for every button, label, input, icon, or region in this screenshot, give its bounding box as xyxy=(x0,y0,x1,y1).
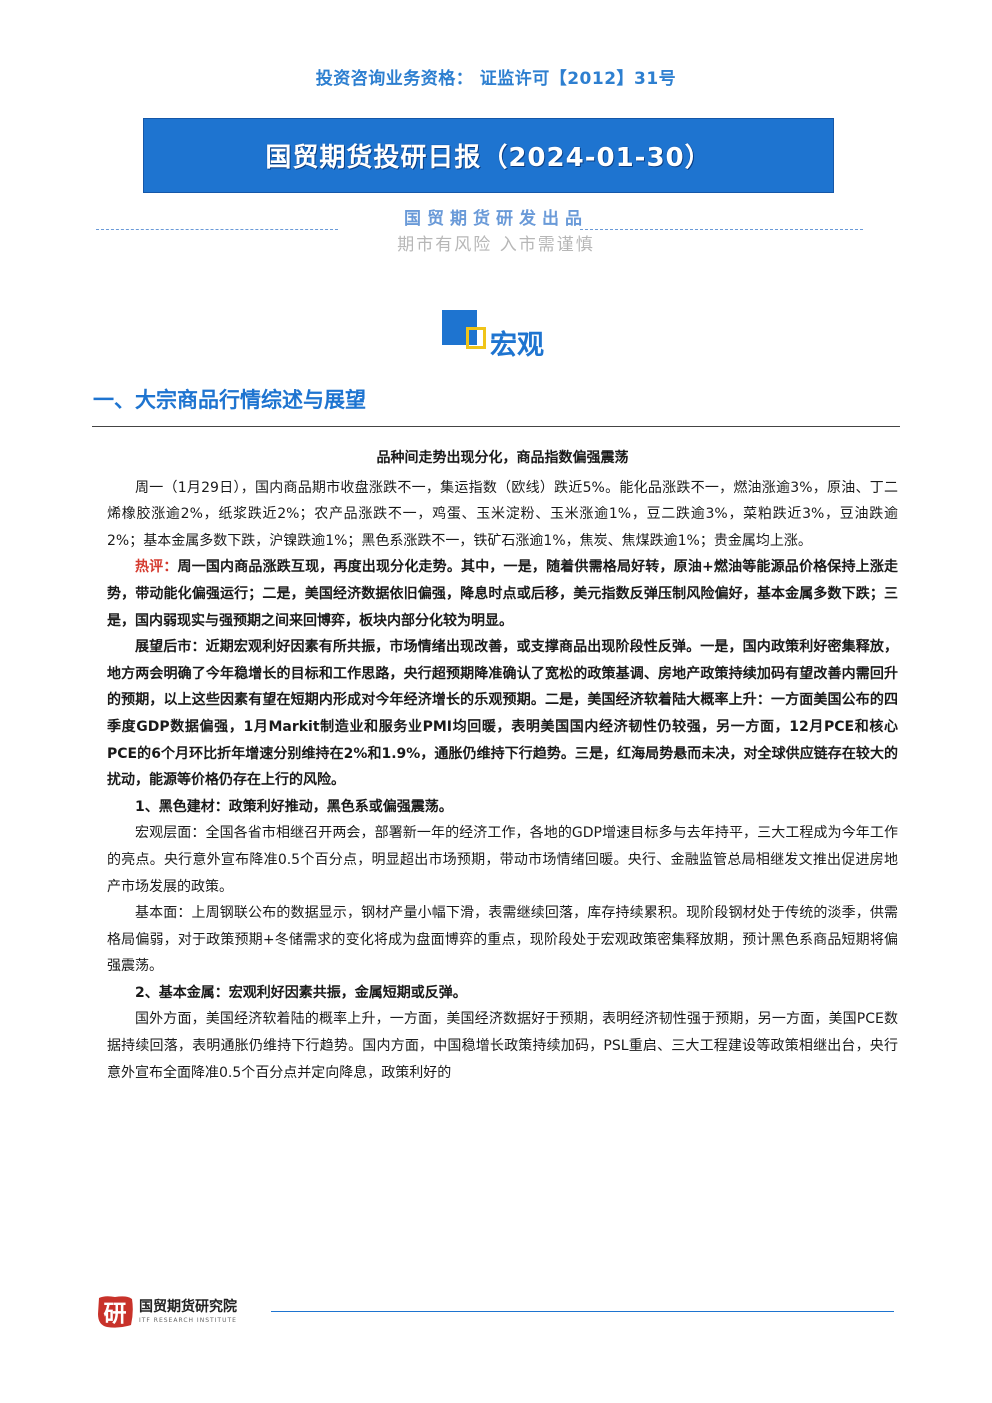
footer-institute-name: 国贸期货研究院 xyxy=(139,1299,237,1315)
footer-divider xyxy=(271,1311,894,1312)
research-logo-char: 研 xyxy=(104,1301,127,1327)
report-title-banner: 国贸期货投研日报（2024-01-30） xyxy=(143,118,834,193)
outlook-paragraph: 展望后市：近期宏观利好因素有所共振，市场情绪出现改善，或支撑商品出现阶段性反弹。… xyxy=(107,639,898,789)
black-macro-paragraph: 宏观层面：全国各省市相继召开两会，部署新一年的经济工作，各地的GDP增速目标多与… xyxy=(107,825,898,895)
risk-warning: 期市有风险 入市需谨慎 xyxy=(397,235,595,255)
qualification-text: 投资咨询业务资格： 证监许可【2012】31号 xyxy=(315,69,677,89)
base-metals-heading: 2、基本金属：宏观利好因素共振，金属短期或反弹。 xyxy=(135,984,467,1001)
section-marker-outline-icon xyxy=(466,327,486,349)
research-logo-icon: 研 xyxy=(98,1296,133,1328)
black-building-heading: 1、黑色建材：政策利好推动，黑色系或偏强震荡。 xyxy=(135,798,453,815)
publisher-text: 国贸期货研发出品 xyxy=(404,209,588,229)
section-divider xyxy=(92,426,900,427)
base-metals-paragraph: 国外方面，美国经济软着陆的概率上升，一方面，美国经济数据好于预期，表明经济韧性强… xyxy=(107,1011,898,1081)
market-summary-paragraph: 周一（1月29日），国内商品期市收盘涨跌不一，集运指数（欧线）跌近5%。能化品涨… xyxy=(107,479,898,549)
article-body: 品种间走势出现分化，商品指数偏强震荡 周一（1月29日），国内商品期市收盘涨跌不… xyxy=(107,445,898,1086)
article-subtitle: 品种间走势出现分化，商品指数偏强震荡 xyxy=(376,450,629,466)
hot-comment-label: 热评： xyxy=(135,559,178,576)
black-fundamental-paragraph: 基本面：上周钢联公布的数据显示，钢材产量小幅下滑，表需继续回落，库存持续累积。现… xyxy=(107,905,898,975)
dashed-divider-right xyxy=(580,229,863,230)
section-category: 宏观 xyxy=(490,330,544,361)
hot-comment-text: 周一国内商品涨跌互现，再度出现分化走势。其中，一是，随着供需格局好转，原油+燃油… xyxy=(107,559,898,629)
section-heading: 一、大宗商品行情综述与展望 xyxy=(93,388,366,412)
hot-comment-paragraph: 热评：周一国内商品涨跌互现，再度出现分化走势。其中，一是，随着供需格局好转，原油… xyxy=(107,554,898,634)
footer-institute-subtitle: ITF RESEARCH INSTITUTE xyxy=(139,1317,237,1324)
dashed-divider-left xyxy=(96,229,338,230)
report-title: 国贸期货投研日报（2024-01-30） xyxy=(265,143,712,173)
